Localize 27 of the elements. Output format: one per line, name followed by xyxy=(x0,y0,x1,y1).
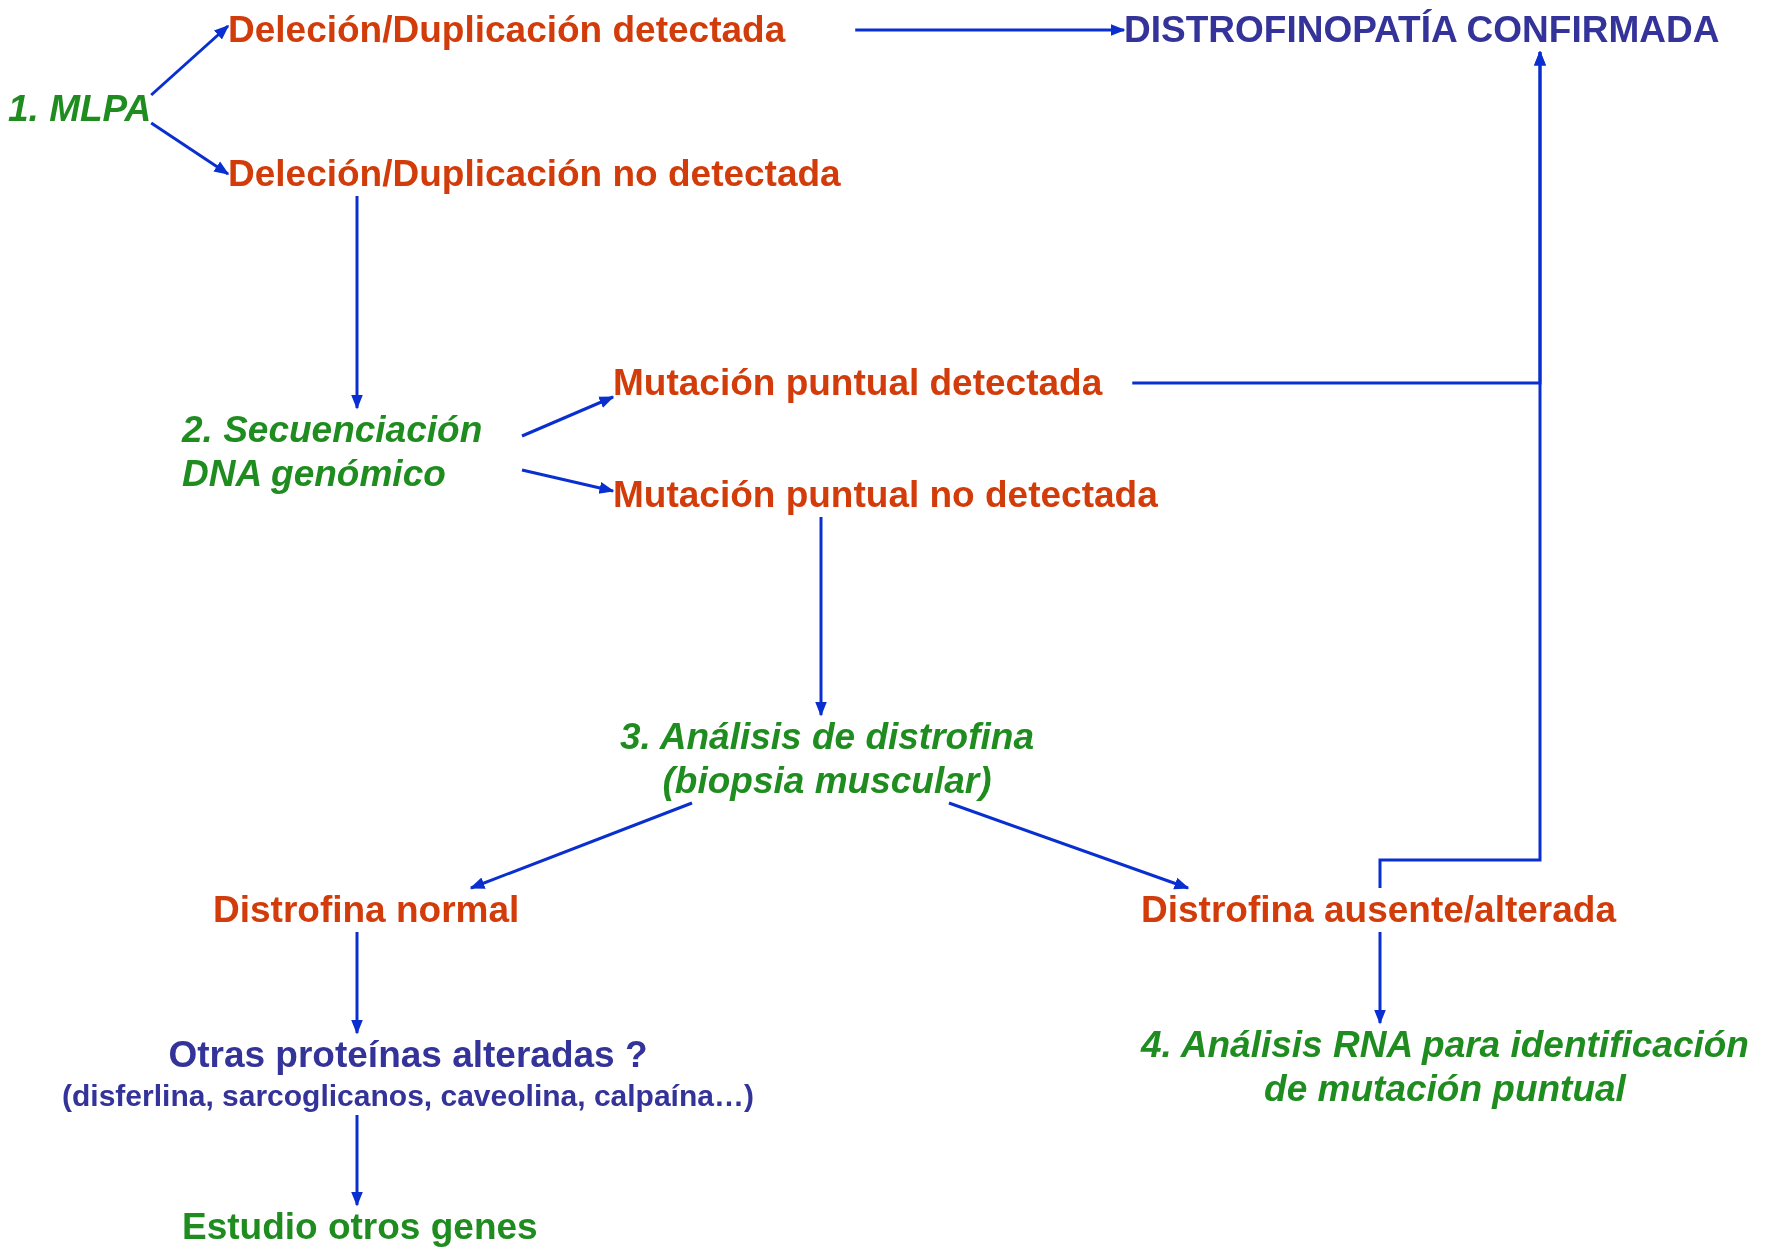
arrow xyxy=(521,395,615,438)
arrow xyxy=(351,1115,363,1207)
step-label: Estudio otros genes xyxy=(182,1205,538,1249)
arrow xyxy=(1378,50,1546,888)
step-label: 2. Secuenciación DNA genómico xyxy=(182,408,484,496)
result-label: Deleción/Duplicación no detectada xyxy=(228,152,841,196)
arrow xyxy=(1374,932,1386,1025)
note-text: (disferlina, sarcoglicanos, caveolina, calpaína…) xyxy=(61,1078,755,1114)
arrow xyxy=(150,24,230,97)
step-label: 1. MLPA xyxy=(8,87,152,131)
result-label: Mutación puntual no detectada xyxy=(613,473,1158,517)
result-label: Mutación puntual detectada xyxy=(613,361,1103,405)
arrow xyxy=(351,932,363,1035)
arrow xyxy=(150,121,230,176)
question-label: Otras proteínas alteradas ? xyxy=(167,1033,649,1077)
conclusion-label: DISTROFINOPATÍA CONFIRMADA xyxy=(1124,8,1720,52)
arrow xyxy=(855,24,1126,36)
arrow xyxy=(948,801,1190,890)
result-label: Deleción/Duplicación detectada xyxy=(228,8,786,52)
step-label: 3. Análisis de distrofina (biopsia muscular) xyxy=(619,715,1035,803)
result-label: Distrofina normal xyxy=(213,888,520,932)
result-label: Distrofina ausente/alterada xyxy=(1141,888,1616,932)
arrow xyxy=(521,468,615,494)
step-label: 4. Análisis RNA para identificación de mutación puntual xyxy=(1139,1023,1750,1111)
arrow xyxy=(815,517,827,717)
arrow xyxy=(351,196,363,410)
arrow xyxy=(469,801,693,890)
